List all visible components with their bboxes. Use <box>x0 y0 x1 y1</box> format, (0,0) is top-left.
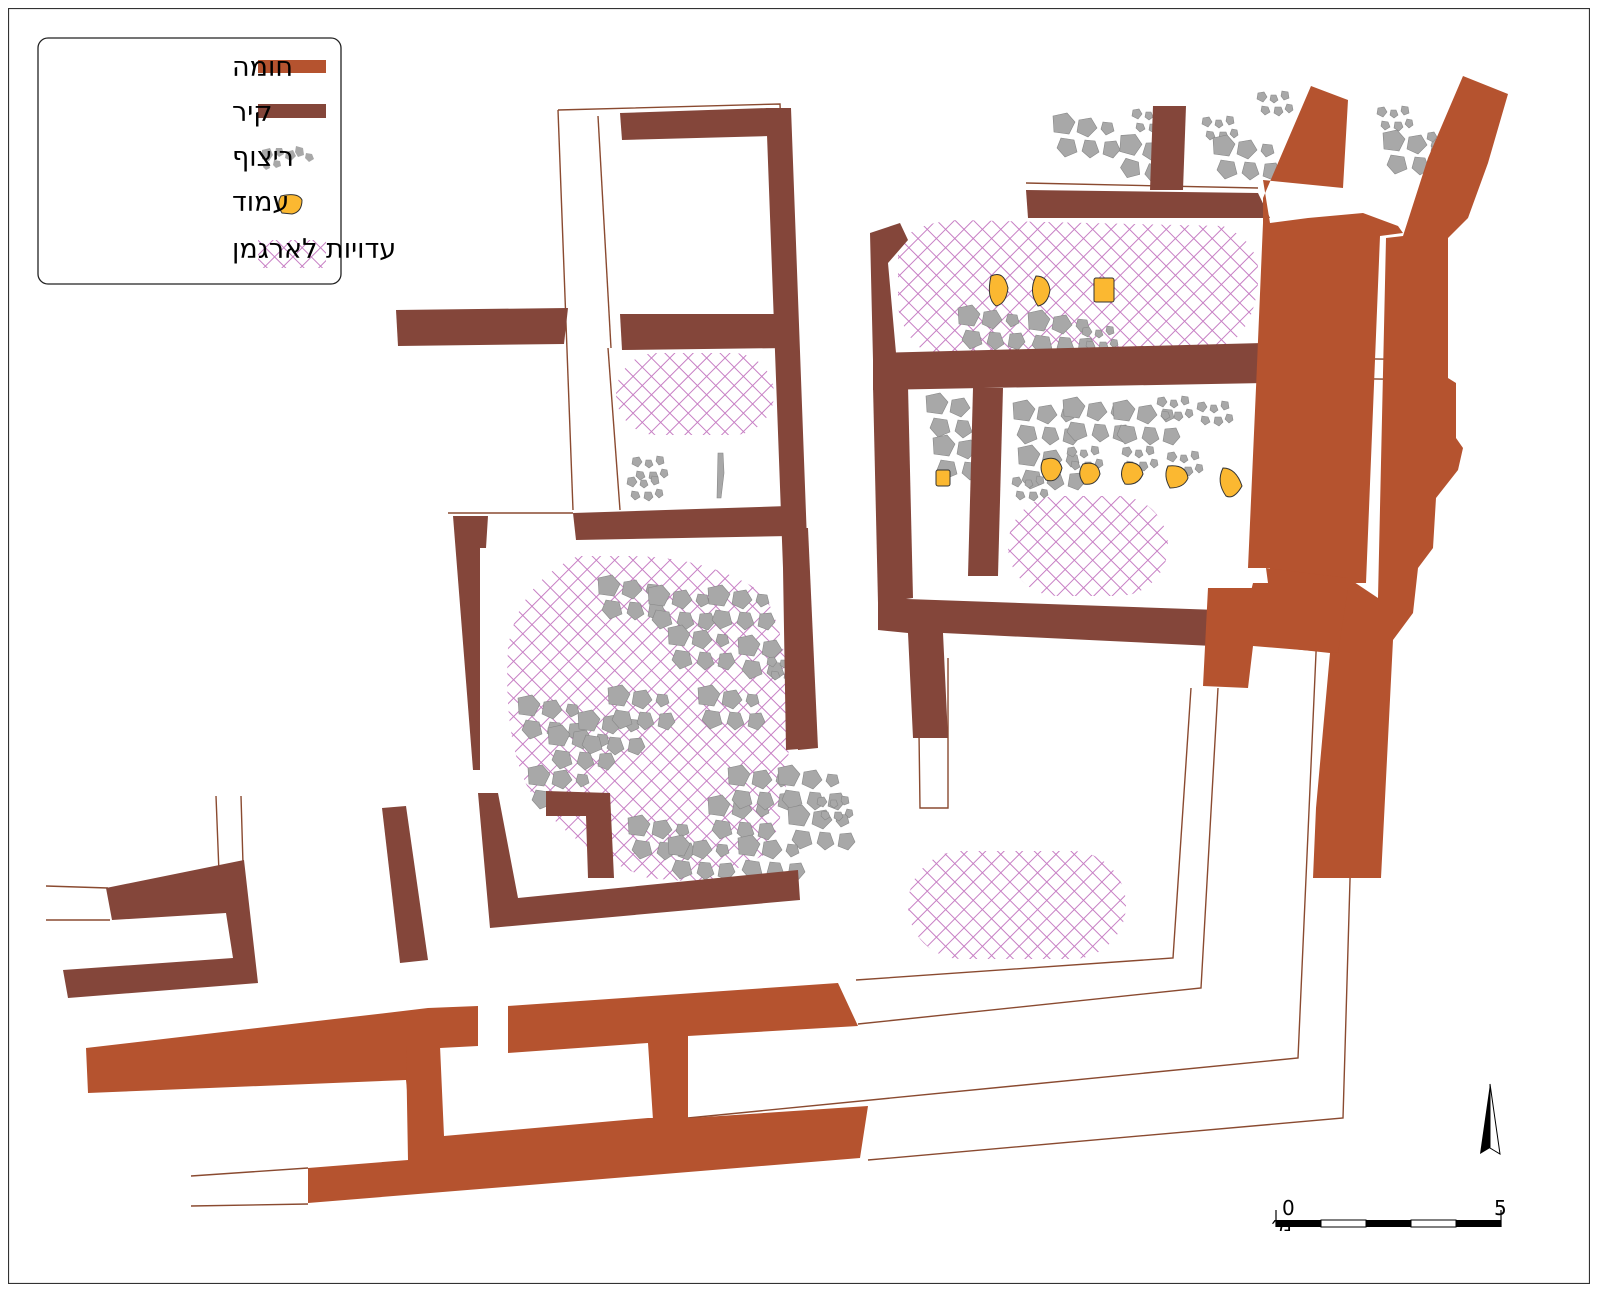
legend-swatch-city-wall <box>258 60 326 73</box>
legend-box <box>37 37 342 285</box>
legend-item-paving: ריצוף <box>232 142 314 173</box>
legend-label-paving: ריצוף <box>232 142 294 173</box>
paving-stones <box>517 90 1464 881</box>
legend-item-column: עמוד <box>232 187 303 218</box>
legend-label-purple-dye: עדויות לארגמן <box>232 234 396 265</box>
legend-swatch-column <box>278 194 303 215</box>
legend-swatch-wall <box>258 104 326 118</box>
columns <box>935 274 1243 498</box>
scale-unit-label: מ׳ <box>1270 1212 1292 1236</box>
scale-start-label: 0 <box>1282 1196 1295 1220</box>
scale-end-label: 5 <box>1494 1196 1507 1220</box>
legend-item-city-wall: חומה <box>232 52 326 83</box>
city-wall <box>86 76 1508 1203</box>
legend-item-wall: קיר <box>232 97 326 128</box>
scale-bar: 0 5 מ׳ <box>1270 1196 1507 1236</box>
legend-swatch-purple-dye <box>258 240 326 268</box>
walls <box>63 106 1270 998</box>
legend-label-wall: קיר <box>232 97 272 128</box>
site-plan-map: חומה קיר ריצוף עמוד עדויות לארגמן <box>8 8 1590 1284</box>
legend-label-column: עמוד <box>232 187 289 218</box>
legend-item-purple-dye: עדויות לארגמן <box>232 234 396 268</box>
legend: חומה קיר ריצוף עמוד עדויות לארגמן <box>37 37 396 285</box>
north-arrow-icon <box>1480 1083 1501 1155</box>
legend-swatch-paving <box>262 146 314 170</box>
legend-label-city-wall: חומה <box>232 52 293 83</box>
